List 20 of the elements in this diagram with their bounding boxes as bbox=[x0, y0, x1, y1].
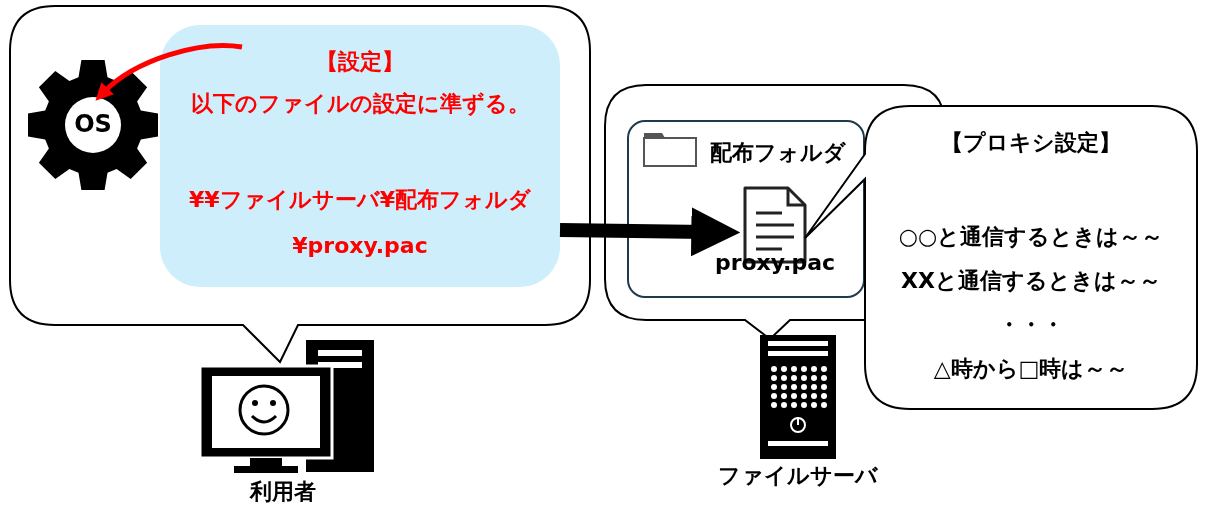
gear-icon bbox=[25, 57, 161, 193]
caption-label: proxy.pac bbox=[713, 250, 837, 275]
settings-box bbox=[160, 25, 560, 287]
folder-label: 配布フォルダ bbox=[710, 139, 847, 167]
caption-label: ファイルサーバ bbox=[718, 462, 878, 490]
server-drawing bbox=[758, 333, 838, 461]
path-text: ¥¥ファイルサーバ¥配布フォルダ¥proxy.pac bbox=[188, 186, 532, 260]
rule-text: ○○と通信するときは～～ bbox=[897, 223, 1165, 251]
arrow bbox=[559, 207, 741, 257]
os-label: OS bbox=[73, 110, 113, 138]
folder-box bbox=[627, 120, 865, 298]
caption-label: 利用者 bbox=[248, 478, 317, 505]
rule-text: △時から□時は～～ bbox=[932, 355, 1130, 383]
note-text: 以下のファイルの設定に準ずる。 bbox=[189, 90, 531, 118]
heading: 【設定】 bbox=[315, 48, 405, 76]
speech-bubble bbox=[8, 5, 592, 365]
ellipsis-text: ・・・ bbox=[997, 311, 1065, 339]
arrow bbox=[95, 43, 243, 101]
heading: 【プロキシ設定】 bbox=[940, 129, 1122, 157]
rule-text: XXと通信するときは～～ bbox=[900, 267, 1162, 295]
